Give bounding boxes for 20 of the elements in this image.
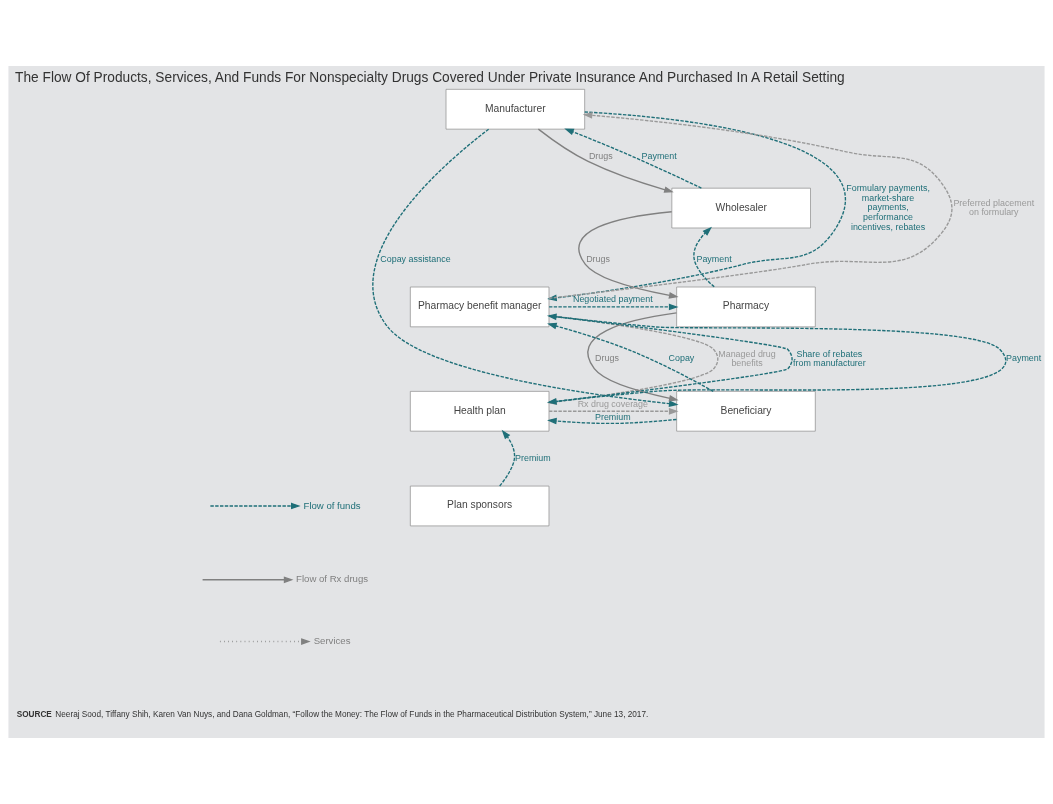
edge-label: Payment: [641, 150, 677, 161]
edge-label: Formulary payments, market-share payments, performance incentives, rebates: [846, 183, 930, 232]
edge-label: Premium: [515, 452, 551, 463]
edge-label: Copay assistance: [380, 253, 451, 264]
edge-label: Drugs: [595, 353, 619, 364]
edge-label: Payment: [696, 253, 732, 264]
legend-label: Services: [313, 635, 351, 647]
diagram-title: The Flow Of Products, Services, And Funds For Nonspecialty Drugs Covered Under Private Insurance And Purchased In A Retail Setting: [15, 70, 845, 86]
edge-label: Drugs: [588, 150, 613, 161]
edge-label: Managed drug benefits: [718, 348, 776, 369]
legend-label: Flow of Rx drugs: [296, 573, 369, 585]
edge-label: Drugs: [586, 253, 610, 264]
edge-label: Share of rebates from manufacturer: [793, 348, 866, 369]
edge-label: Payment: [1006, 353, 1042, 364]
edge-label: Rx drug coverage: [577, 398, 648, 409]
edge-label: Copay: [668, 353, 695, 364]
legend-label: Flow of funds: [303, 499, 361, 511]
edge-label: Negotiated payment: [572, 294, 653, 305]
edge-label: Premium: [595, 412, 631, 423]
edge-label: Preferred placement on formulary: [953, 197, 1035, 218]
